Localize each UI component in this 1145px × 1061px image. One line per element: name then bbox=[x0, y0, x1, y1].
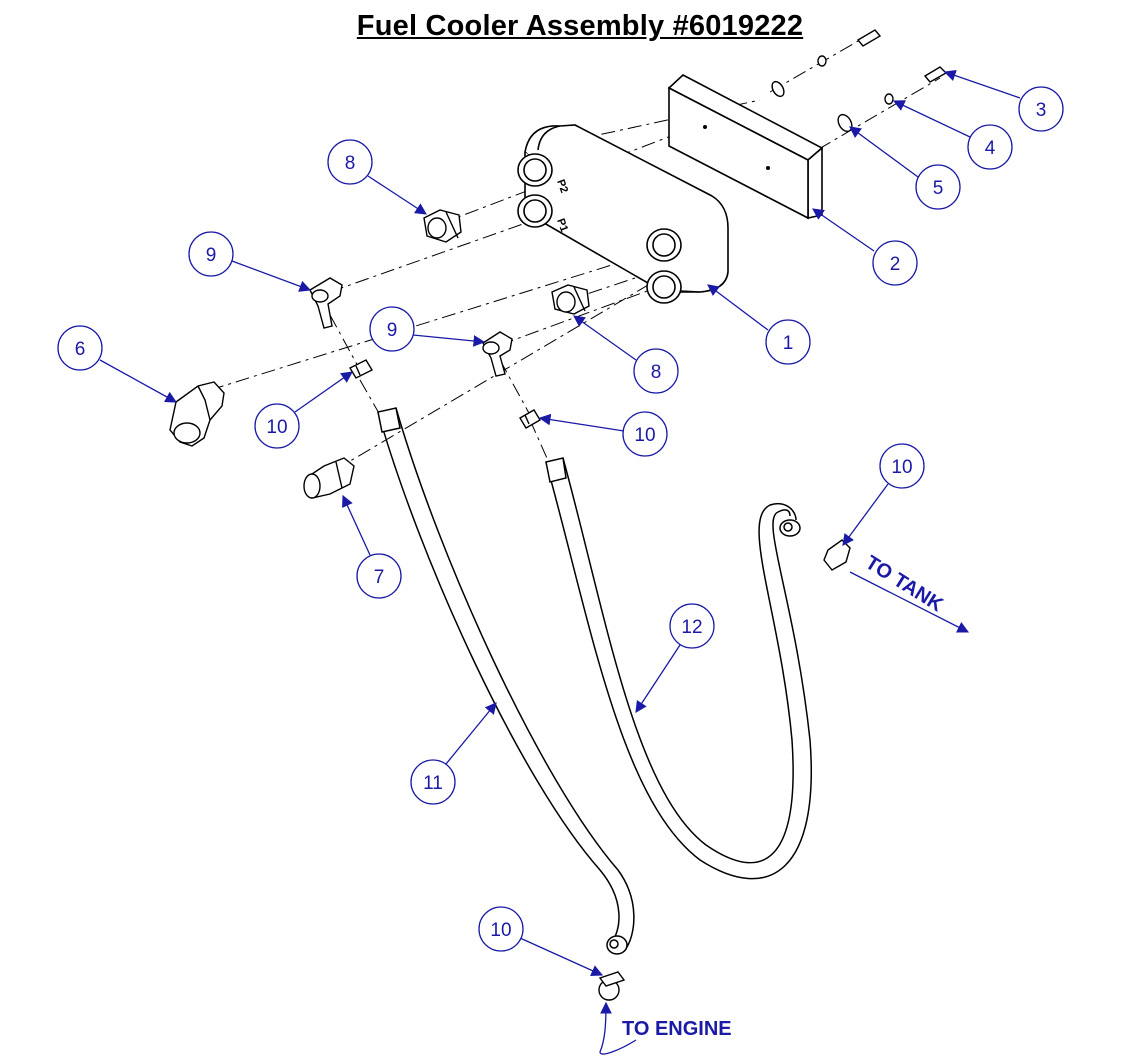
svg-text:8: 8 bbox=[651, 362, 662, 383]
svg-text:7: 7 bbox=[374, 567, 385, 588]
svg-text:11: 11 bbox=[423, 773, 443, 794]
svg-text:8: 8 bbox=[345, 153, 356, 174]
to-engine-note: TO ENGINE bbox=[599, 1001, 732, 1055]
callout-8b: 8 bbox=[573, 315, 679, 394]
callout-2: 2 bbox=[812, 208, 918, 286]
callout-5: 5 bbox=[849, 126, 961, 210]
svg-text:10: 10 bbox=[266, 417, 287, 438]
svg-text:5: 5 bbox=[933, 178, 944, 199]
to-tank-note: TO TANK bbox=[849, 552, 970, 633]
svg-text:4: 4 bbox=[985, 138, 996, 159]
callout-12: 12 bbox=[635, 603, 715, 713]
fasteners bbox=[771, 29, 948, 133]
callout-7: 7 bbox=[342, 494, 402, 599]
callout-10d: 10 bbox=[478, 906, 604, 977]
callout-4: 4 bbox=[892, 100, 1013, 170]
callouts: 1 2 3 4 5 6 bbox=[57, 69, 1064, 977]
svg-text:2: 2 bbox=[890, 254, 901, 275]
mounting-plate bbox=[667, 74, 824, 220]
fuel-cooler-body: P2 P1 bbox=[517, 124, 729, 304]
port-label-p2: P2 bbox=[554, 178, 570, 195]
callout-10b: 10 bbox=[538, 411, 668, 457]
callout-10c: 10 bbox=[842, 443, 925, 546]
svg-text:3: 3 bbox=[1036, 100, 1047, 121]
callout-6: 6 bbox=[57, 325, 178, 403]
callout-10a: 10 bbox=[254, 371, 353, 449]
callout-8a: 8 bbox=[327, 139, 427, 215]
svg-text:9: 9 bbox=[206, 245, 217, 266]
svg-text:10: 10 bbox=[891, 457, 912, 478]
page-title: Fuel Cooler Assembly #6019222 bbox=[356, 10, 804, 42]
svg-text:9: 9 bbox=[387, 320, 398, 341]
callout-1: 1 bbox=[707, 284, 811, 365]
centerlines bbox=[209, 39, 941, 471]
hoses bbox=[377, 407, 812, 955]
callout-9b: 9 bbox=[369, 306, 486, 352]
fittings bbox=[169, 209, 851, 1001]
callout-3: 3 bbox=[943, 69, 1064, 132]
callout-9a: 9 bbox=[188, 231, 312, 292]
port-label-p1: P1 bbox=[554, 217, 570, 234]
svg-text:10: 10 bbox=[490, 920, 511, 941]
svg-text:6: 6 bbox=[75, 339, 86, 360]
svg-text:12: 12 bbox=[681, 617, 702, 638]
to-engine-label: TO ENGINE bbox=[622, 1018, 732, 1040]
callout-11: 11 bbox=[410, 702, 497, 805]
svg-text:1: 1 bbox=[783, 333, 794, 354]
svg-text:10: 10 bbox=[634, 425, 655, 446]
